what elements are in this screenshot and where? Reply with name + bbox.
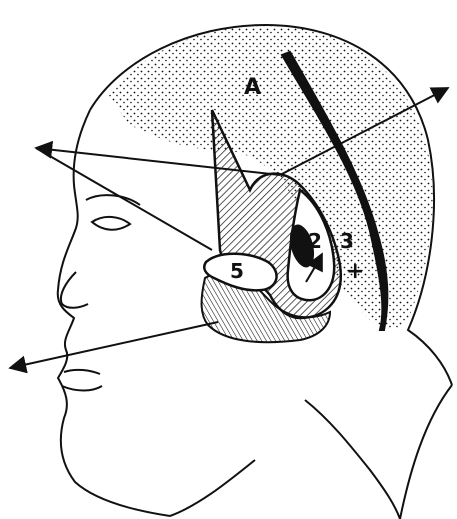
arrow-mid-left <box>36 148 212 250</box>
neck-outline <box>170 385 452 519</box>
label-5: 5 <box>230 259 244 283</box>
label-plus: + <box>346 259 364 284</box>
label-a: A <box>244 75 261 100</box>
eye <box>92 217 130 230</box>
lips <box>62 370 102 391</box>
label-2: 2 <box>308 229 322 253</box>
nose <box>61 272 88 308</box>
label-3: 3 <box>340 229 354 253</box>
arrow-lower-left <box>10 322 218 368</box>
